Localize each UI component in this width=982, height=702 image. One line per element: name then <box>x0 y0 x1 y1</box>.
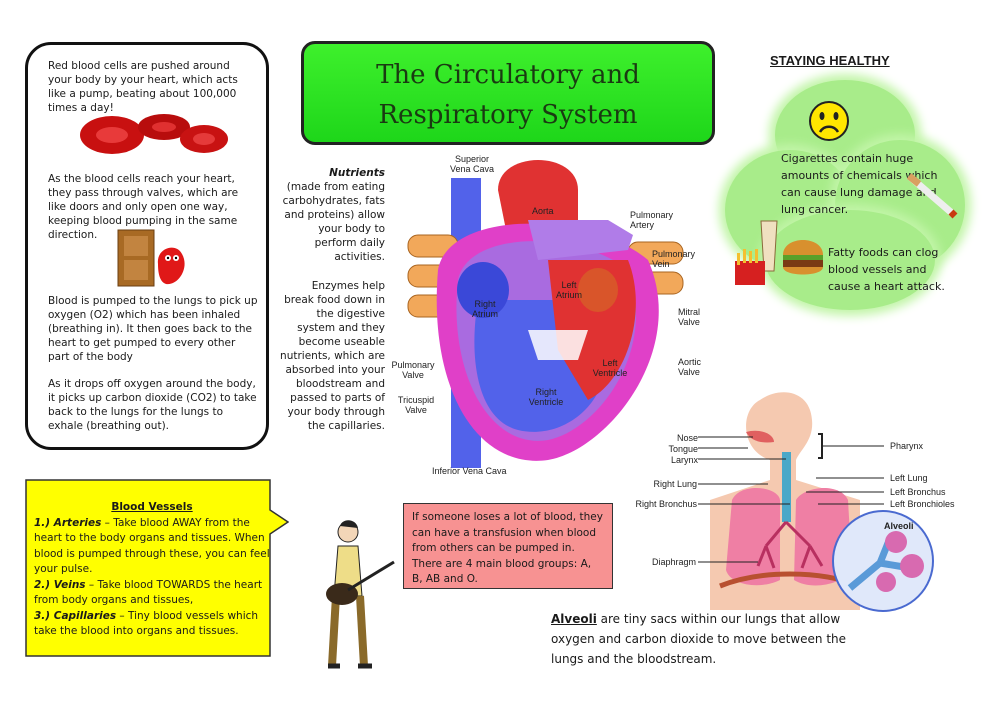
label-superior-vena-cava: Superior Vena Cava <box>449 154 495 174</box>
alveoli-note: Alveoli are tiny sacs within our lungs t… <box>551 609 851 669</box>
label-aortic-valve: Aortic Valve <box>678 357 702 377</box>
circulation-info-panel: Red blood cells are pushed around your b… <box>25 42 269 450</box>
label-mitral-valve: Mitral Valve <box>678 307 700 327</box>
label-pulmonary-artery: Pulmonary Artery <box>630 210 674 230</box>
label-left-bronchus: Left Bronchus <box>890 487 946 497</box>
label-left-lung: Left Lung <box>890 473 928 483</box>
label-left-bronchioles: Left Bronchioles <box>890 499 955 509</box>
label-diaphragm: Diaphragm <box>652 557 697 567</box>
title-line-2: Respiratory System <box>378 100 638 130</box>
fast-food-image <box>735 220 823 285</box>
nutrients-heading: Nutrients <box>329 167 385 179</box>
veins-term: 2.) Veins <box>34 578 86 591</box>
label-pulmonary-valve: Pulmonary Valve <box>391 360 435 380</box>
heart-pump-text: Red blood cells are pushed around your b… <box>48 60 238 114</box>
nutrients-paragraph-1: (made from eating carbohydrates, fats an… <box>282 181 385 263</box>
heart-diagram <box>407 160 684 468</box>
label-right-lung: Right Lung <box>653 479 697 489</box>
staying-healthy-title: STAYING HEALTHY <box>770 53 890 68</box>
label-right-bronchus: Right Bronchus <box>635 499 697 509</box>
cigarette-image <box>906 173 958 219</box>
transfusion-box: If someone loses a lot of blood, they ca… <box>403 503 613 589</box>
label-alveoli: Alveoli <box>884 521 914 531</box>
nutrients-paragraph-2: Enzymes help break food down in the dige… <box>280 280 385 432</box>
label-nose: Nose <box>676 433 698 443</box>
transfusion-text: If someone loses a lot of blood, they ca… <box>412 511 603 585</box>
red-blood-cells-image <box>80 114 228 154</box>
nutrients-text: Nutrients (made from eating carbohydrate… <box>279 166 385 433</box>
veins-desc: – Take blood TOWARDS the heart from body… <box>34 578 263 607</box>
sad-face-icon <box>809 101 849 141</box>
capillaries-item: 3.) Capillaries – Tiny blood vessels whi… <box>34 609 270 640</box>
label-tongue: Tongue <box>668 444 698 454</box>
label-left-ventricle: Left Ventricle <box>592 358 628 378</box>
arteries-term: 1.) Arteries <box>34 516 102 529</box>
alveoli-zoom-image <box>832 510 934 612</box>
guitar-player-image <box>326 520 395 669</box>
capillaries-term: 3.) Capillaries <box>34 609 117 622</box>
blood-cell-door-image <box>117 229 185 287</box>
valves-text: As the blood cells reach your heart, the… <box>48 173 239 241</box>
carbon-dioxide-text: As it drops off oxygen around the body, … <box>48 378 257 432</box>
alveoli-term: Alveoli <box>551 612 597 626</box>
title-line-1: The Circulatory and <box>376 60 640 90</box>
label-tricuspid-valve: Tricuspid Valve <box>397 395 435 415</box>
staying-healthy-cloud <box>725 80 975 320</box>
label-right-atrium: Right Atrium <box>471 299 498 319</box>
blood-vessels-title: Blood Vessels <box>111 501 193 513</box>
veins-item: 2.) Veins – Take blood TOWARDS the heart… <box>34 578 270 609</box>
title-banner: The Circulatory and Respiratory System <box>301 41 715 145</box>
capillaries-desc: – Tiny blood vessels which take the bloo… <box>34 609 259 638</box>
label-pharynx: Pharynx <box>890 441 924 451</box>
blood-vessels-callout <box>25 479 289 657</box>
label-pulmonary-vein: Pulmonary Vein <box>652 249 696 269</box>
fatty-foods-text: Fatty foods can clog blood vessels and c… <box>828 246 945 293</box>
label-larynx: Larynx <box>670 455 698 465</box>
arteries-desc: – Take blood AWAY from the heart to the … <box>34 516 270 576</box>
label-aorta: Aorta <box>532 206 554 216</box>
blood-vessels-text: Blood Vessels 1.) Arteries – Take blood … <box>34 500 270 640</box>
label-inferior-vena-cava: Inferior Vena Cava <box>432 466 507 476</box>
lung-label-lines <box>698 433 884 563</box>
cigarettes-text: Cigarettes contain huge amounts of chemi… <box>781 152 938 216</box>
label-right-ventricle: Right Ventricle <box>528 387 564 407</box>
arteries-item: 1.) Arteries – Take blood AWAY from the … <box>34 516 270 578</box>
lungs-oxygen-text: Blood is pumped to the lungs to pick up … <box>48 295 258 363</box>
label-left-atrium: Left Atrium <box>555 280 582 300</box>
alveoli-desc: are tiny sacs within our lungs that allo… <box>551 612 847 666</box>
